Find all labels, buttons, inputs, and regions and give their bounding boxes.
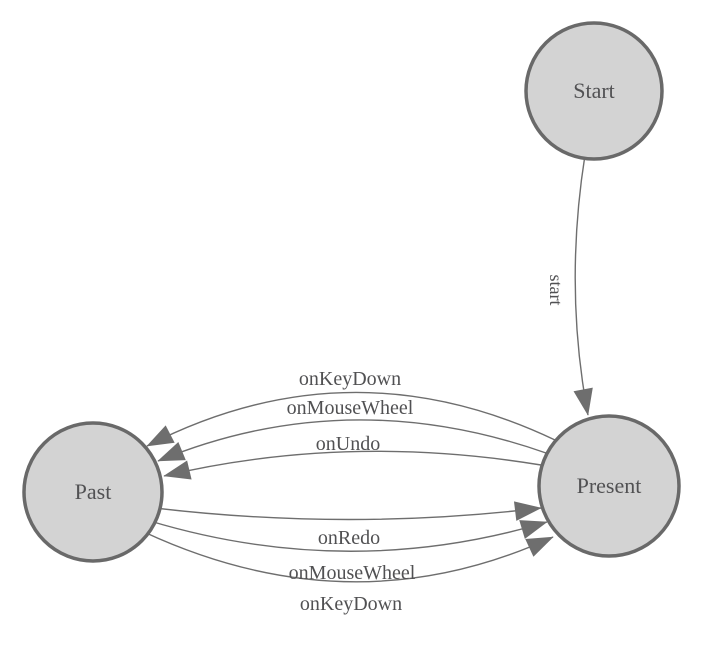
edge-present-to-past-onmousewheel [157,419,547,462]
edge-start-to-present [573,154,593,416]
edge-label-onmousewheel-top: onMouseWheel [287,397,414,419]
edge-label-onkeydown-top: onKeyDown [299,368,401,390]
node-present-circle [537,414,681,558]
edge-present-to-past-onundo [163,450,542,480]
edge-label-start: start [546,275,566,306]
edge-past-to-present-onredo [154,501,542,521]
node-start-label: Start [573,78,615,103]
node-start-circle [524,21,664,161]
edge-label-onundo: onUndo [316,433,380,455]
edge-label-onmousewheel-bottom: onMouseWheel [289,562,416,584]
node-past-circle [22,421,164,563]
node-past: Past [22,421,164,563]
edge-past-to-present-onkeydown [143,531,554,583]
edge-group [143,154,593,583]
edge-past-to-present-onmousewheel [149,520,548,552]
node-past-label: Past [75,479,112,504]
node-present: Present [537,414,681,558]
edge-label-onkeydown-bottom: onKeyDown [300,593,402,615]
edge-label-group: start onKeyDown onMouseWheel onUndo onRe… [287,275,566,616]
edge-label-onredo: onRedo [318,527,380,549]
edge-present-to-past-onkeydown [146,391,556,447]
node-start: Start [524,21,664,161]
node-present-label: Present [577,473,642,498]
